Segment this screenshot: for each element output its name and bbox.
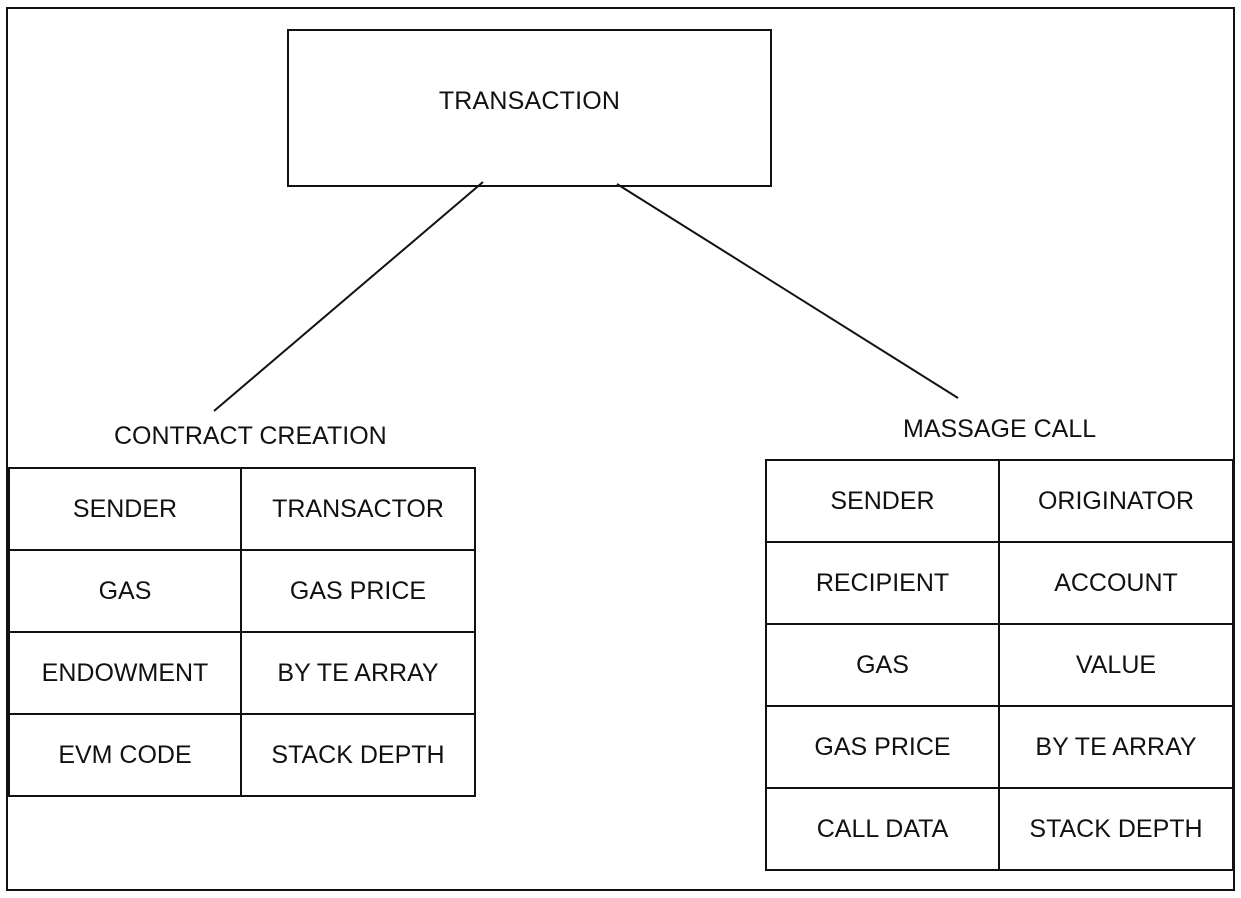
table-cell: VALUE bbox=[998, 623, 1234, 707]
diagram-frame bbox=[6, 7, 1235, 891]
table-row: GAS GAS PRICE bbox=[8, 549, 476, 633]
transaction-node: TRANSACTION bbox=[287, 29, 772, 187]
table-row: RECIPIENT ACCOUNT bbox=[765, 541, 1234, 625]
table-cell: BY TE ARRAY bbox=[240, 631, 476, 715]
contract-creation-heading: CONTRACT CREATION bbox=[114, 422, 387, 450]
table-row: SENDER ORIGINATOR bbox=[765, 459, 1234, 543]
table-row: CALL DATA STACK DEPTH bbox=[765, 787, 1234, 871]
table-row: EVM CODE STACK DEPTH bbox=[8, 713, 476, 797]
table-cell: SENDER bbox=[8, 467, 242, 551]
table-cell: RECIPIENT bbox=[765, 541, 1000, 625]
table-row: SENDER TRANSACTOR bbox=[8, 467, 476, 551]
table-cell: GAS bbox=[8, 549, 242, 633]
message-call-table: SENDER ORIGINATOR RECIPIENT ACCOUNT GAS … bbox=[765, 459, 1234, 871]
table-cell: GAS PRICE bbox=[240, 549, 476, 633]
connector-contract-creation bbox=[213, 181, 484, 412]
message-call-heading: MASSAGE CALL bbox=[903, 415, 1097, 443]
table-cell: BY TE ARRAY bbox=[998, 705, 1234, 789]
table-cell: ACCOUNT bbox=[998, 541, 1234, 625]
table-cell: EVM CODE bbox=[8, 713, 242, 797]
table-row: ENDOWMENT BY TE ARRAY bbox=[8, 631, 476, 715]
table-cell: CALL DATA bbox=[765, 787, 1000, 871]
table-cell: GAS PRICE bbox=[765, 705, 1000, 789]
table-cell: STACK DEPTH bbox=[240, 713, 476, 797]
table-cell: TRANSACTOR bbox=[240, 467, 476, 551]
table-cell: SENDER bbox=[765, 459, 1000, 543]
connector-message-call bbox=[616, 183, 959, 399]
table-cell: STACK DEPTH bbox=[998, 787, 1234, 871]
table-cell: GAS bbox=[765, 623, 1000, 707]
table-row: GAS PRICE BY TE ARRAY bbox=[765, 705, 1234, 789]
table-cell: ENDOWMENT bbox=[8, 631, 242, 715]
table-row: GAS VALUE bbox=[765, 623, 1234, 707]
table-cell: ORIGINATOR bbox=[998, 459, 1234, 543]
contract-creation-table: SENDER TRANSACTOR GAS GAS PRICE ENDOWMEN… bbox=[8, 467, 476, 797]
transaction-label: TRANSACTION bbox=[438, 87, 621, 115]
